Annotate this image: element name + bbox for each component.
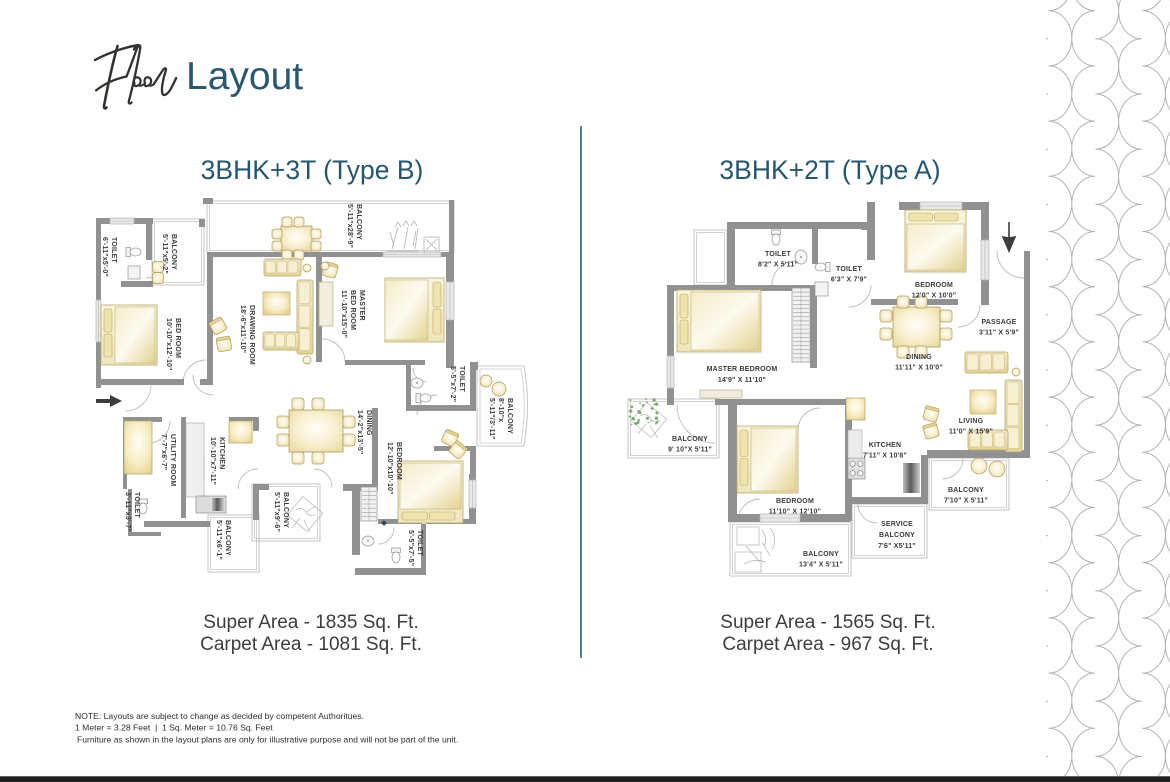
svg-text:TOILET: TOILET bbox=[416, 530, 423, 556]
svg-text:Furniture as shown in the layo: Furniture as shown in the layout plans a… bbox=[77, 735, 458, 745]
svg-text:1 Meter = 3.28 Feet | 1 Sq.: 1 Meter = 3.28 Feet | 1 Sq. Meter = 10.7… bbox=[75, 723, 273, 733]
svg-text:14'-2"x13'-5": 14'-2"x13'-5" bbox=[356, 410, 363, 454]
svg-text:7'-7"x6'-7": 7'-7"x6'-7" bbox=[160, 434, 167, 470]
svg-text:6'3" X 7'9": 6'3" X 7'9" bbox=[831, 277, 867, 284]
svg-text:11'11" X 10'0": 11'11" X 10'0" bbox=[895, 365, 943, 372]
svg-text:TOILET: TOILET bbox=[110, 237, 117, 263]
svg-text:PASSAGE: PASSAGE bbox=[981, 319, 1016, 326]
svg-text:BALCONY: BALCONY bbox=[879, 532, 915, 539]
svg-text:BALCONY: BALCONY bbox=[355, 204, 362, 240]
svg-text:Super Area - 1835 Sq. Ft.: Super Area - 1835 Sq. Ft. bbox=[203, 612, 418, 633]
svg-text:5'-11"x5'-2": 5'-11"x5'-2" bbox=[161, 234, 168, 274]
svg-text:BED ROOM: BED ROOM bbox=[174, 318, 181, 358]
svg-text:10'-10"x12'-10": 10'-10"x12'-10" bbox=[165, 318, 172, 371]
svg-text:BED ROOM: BED ROOM bbox=[349, 290, 356, 330]
svg-text:MASTER: MASTER bbox=[358, 290, 365, 321]
svg-text:3'11" X 5'9": 3'11" X 5'9" bbox=[979, 330, 1019, 337]
svg-text:13'4" X 5'11": 13'4" X 5'11" bbox=[799, 562, 843, 569]
svg-text:DINING: DINING bbox=[365, 410, 372, 436]
svg-text:5'-5"x7'-5": 5'-5"x7'-5" bbox=[407, 530, 414, 566]
svg-text:BALCONY: BALCONY bbox=[506, 398, 513, 434]
svg-text:3BHK+3T (Type B): 3BHK+3T (Type B) bbox=[201, 155, 424, 185]
svg-text:5'-11"x6'-1": 5'-11"x6'-1" bbox=[215, 520, 222, 560]
svg-text:BALCONY: BALCONY bbox=[224, 520, 231, 556]
svg-text:TOILET: TOILET bbox=[458, 366, 465, 392]
svg-text:BALCONY: BALCONY bbox=[672, 436, 708, 443]
svg-text:LIVING: LIVING bbox=[959, 418, 984, 425]
svg-text:BALCONY: BALCONY bbox=[948, 487, 984, 494]
svg-text:NOTE: Layouts are subject to c: NOTE: Layouts are subject to change as d… bbox=[75, 711, 364, 721]
svg-text:6'-11"x5'-0": 6'-11"x5'-0" bbox=[101, 237, 108, 277]
svg-text:11'0" X 15'9": 11'0" X 15'9" bbox=[949, 429, 993, 436]
svg-text:Layout: Layout bbox=[186, 55, 303, 98]
svg-text:BEDROOM: BEDROOM bbox=[776, 498, 814, 505]
svg-text:8'2" X 5'11": 8'2" X 5'11" bbox=[758, 262, 798, 269]
svg-text:18'-6"x11'-10": 18'-6"x11'-10" bbox=[239, 305, 246, 353]
svg-text:Carpet Area - 967 Sq. Ft.: Carpet Area - 967 Sq. Ft. bbox=[722, 634, 933, 655]
svg-text:7'6" X5'11": 7'6" X5'11" bbox=[878, 543, 916, 550]
svg-text:TOILET: TOILET bbox=[133, 492, 140, 518]
svg-text:5'-11"/3'-11": 5'-11"/3'-11" bbox=[488, 398, 495, 440]
svg-text:5'-11"x28'-9": 5'-11"x28'-9" bbox=[346, 204, 353, 248]
svg-text:9' 10"X 5'11": 9' 10"X 5'11" bbox=[668, 447, 712, 454]
svg-text:14'9" X 11'10": 14'9" X 11'10" bbox=[718, 377, 766, 384]
svg-text:12'0" X 10'0": 12'0" X 10'0" bbox=[912, 293, 956, 300]
svg-text:3BHK+2T (Type A): 3BHK+2T (Type A) bbox=[719, 155, 940, 185]
svg-text:DINING: DINING bbox=[906, 354, 932, 361]
svg-text:11'-10"x15'-0": 11'-10"x15'-0" bbox=[340, 290, 347, 338]
svg-text:5'-5"x7'-2": 5'-5"x7'-2" bbox=[449, 366, 456, 402]
svg-text:11'10" X 12'10": 11'10" X 12'10" bbox=[769, 509, 821, 516]
svg-text:12'-10"x10'-10": 12'-10"x10'-10" bbox=[386, 442, 393, 495]
svg-text:TOILET: TOILET bbox=[765, 251, 791, 258]
svg-text:BALCONY: BALCONY bbox=[282, 492, 289, 528]
svg-text:SERVICE: SERVICE bbox=[881, 521, 913, 528]
svg-text:3'-11"x3'-7": 3'-11"x3'-7" bbox=[124, 492, 131, 532]
svg-text:KITCHEN: KITCHEN bbox=[869, 442, 902, 449]
svg-text:BALCONY: BALCONY bbox=[170, 234, 177, 270]
svg-text:7'11" X 10'8": 7'11" X 10'8" bbox=[863, 453, 907, 460]
svg-text:Super Area - 1565 Sq. Ft.: Super Area - 1565 Sq. Ft. bbox=[720, 612, 935, 633]
svg-text:BEDROOM: BEDROOM bbox=[915, 282, 953, 289]
svg-text:BEDROOM: BEDROOM bbox=[395, 442, 402, 480]
svg-text:10'-10"x7'-11": 10'-10"x7'-11" bbox=[209, 437, 216, 485]
svg-text:UTILITY ROOM: UTILITY ROOM bbox=[169, 434, 176, 486]
svg-text:TOILET: TOILET bbox=[836, 266, 862, 273]
svg-text:7'10" X 5'11": 7'10" X 5'11" bbox=[944, 498, 988, 505]
svg-text:Carpet Area - 1081 Sq. Ft.: Carpet Area - 1081 Sq. Ft. bbox=[200, 634, 422, 655]
svg-text:DRAWING ROOM: DRAWING ROOM bbox=[248, 305, 255, 365]
svg-text:5'-11"x9'-6": 5'-11"x9'-6" bbox=[273, 492, 280, 532]
svg-text:8'-10"x: 8'-10"x bbox=[497, 398, 504, 422]
svg-text:KITCHEN: KITCHEN bbox=[218, 437, 225, 470]
svg-text:BALCONY: BALCONY bbox=[803, 551, 839, 558]
svg-text:MASTER BEDROOM: MASTER BEDROOM bbox=[707, 366, 778, 373]
